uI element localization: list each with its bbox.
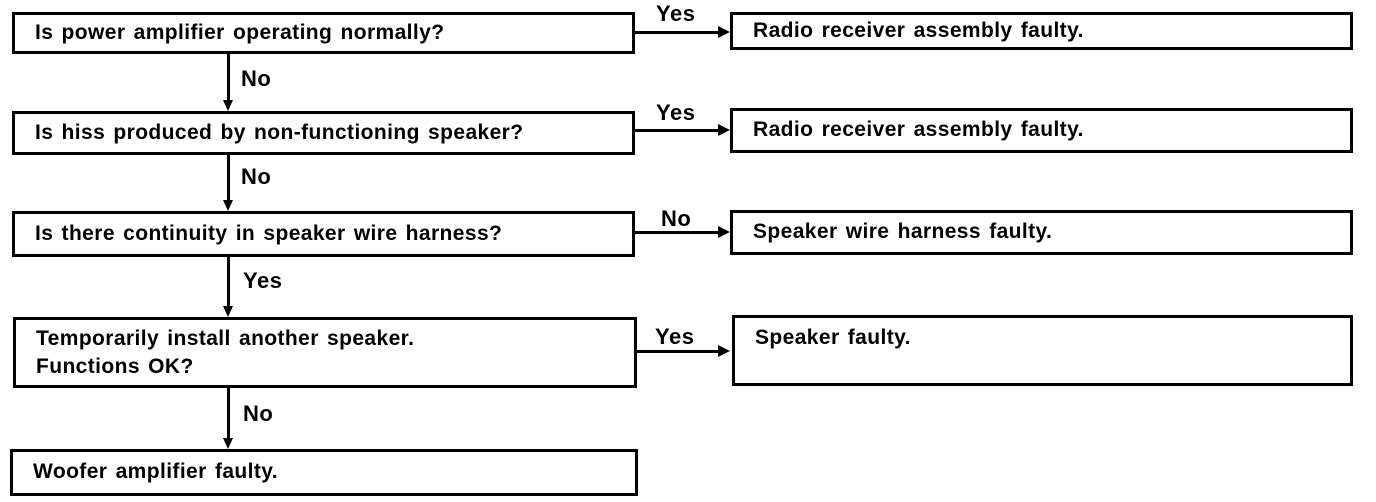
result-2-text: Radio receiver assembly faulty. (753, 118, 1084, 142)
result-box-1: Radio receiver assembly faulty. (730, 12, 1353, 50)
question-box-2: Is hiss produced by non-functioning spea… (12, 111, 635, 155)
result-3-text: Speaker wire harness faulty. (753, 220, 1053, 244)
branch-label-row4: Yes (655, 324, 695, 349)
connector-right-row3 (635, 231, 719, 234)
arrowhead-down-row3 (223, 306, 233, 317)
branch-label-row2: Yes (656, 100, 696, 125)
down-label-row3: Yes (243, 268, 283, 293)
question-2-text: Is hiss produced by non-functioning spea… (35, 120, 524, 144)
arrowhead-down-row1 (223, 100, 233, 111)
arrowhead-right-row4 (718, 345, 730, 357)
arrowhead-right-row1 (718, 26, 730, 38)
connector-down-row4 (227, 388, 230, 439)
question-box-3: Is there continuity in speaker wire harn… (12, 211, 635, 257)
connector-right-row4 (637, 350, 719, 353)
result-box-4: Speaker faulty. (732, 315, 1353, 386)
down-label-row1: No (241, 66, 272, 91)
down-label-row2: No (241, 164, 272, 189)
question-4-text-line1: Temporarily install another speaker. (36, 326, 415, 350)
terminal-box: Woofer amplifier faulty. (10, 449, 638, 496)
question-1-text: Is power amplifier operating normally? (35, 20, 445, 44)
result-box-2: Radio receiver assembly faulty. (730, 108, 1353, 153)
connector-down-row3 (227, 257, 230, 307)
question-3-text: Is there continuity in speaker wire harn… (35, 221, 503, 245)
question-4-text-line2: Functions OK? (36, 354, 194, 378)
terminal-text: Woofer amplifier faulty. (33, 460, 279, 484)
question-box-4: Temporarily install another speaker. Fun… (13, 317, 637, 388)
result-box-3: Speaker wire harness faulty. (730, 210, 1353, 255)
arrowhead-down-row4 (223, 438, 233, 449)
connector-down-row2 (227, 155, 230, 201)
connector-right-row2 (635, 129, 719, 132)
down-label-row4: No (243, 401, 274, 426)
result-1-text: Radio receiver assembly faulty. (753, 18, 1084, 42)
result-4-text: Speaker faulty. (755, 326, 911, 349)
connector-right-row1 (635, 31, 719, 34)
branch-label-row3: No (661, 206, 692, 231)
arrowhead-right-row3 (718, 226, 730, 238)
question-box-1: Is power amplifier operating normally? (12, 12, 635, 54)
arrowhead-down-row2 (223, 200, 233, 211)
arrowhead-right-row2 (718, 124, 730, 136)
branch-label-row1: Yes (656, 1, 696, 26)
connector-down-row1 (227, 54, 230, 101)
